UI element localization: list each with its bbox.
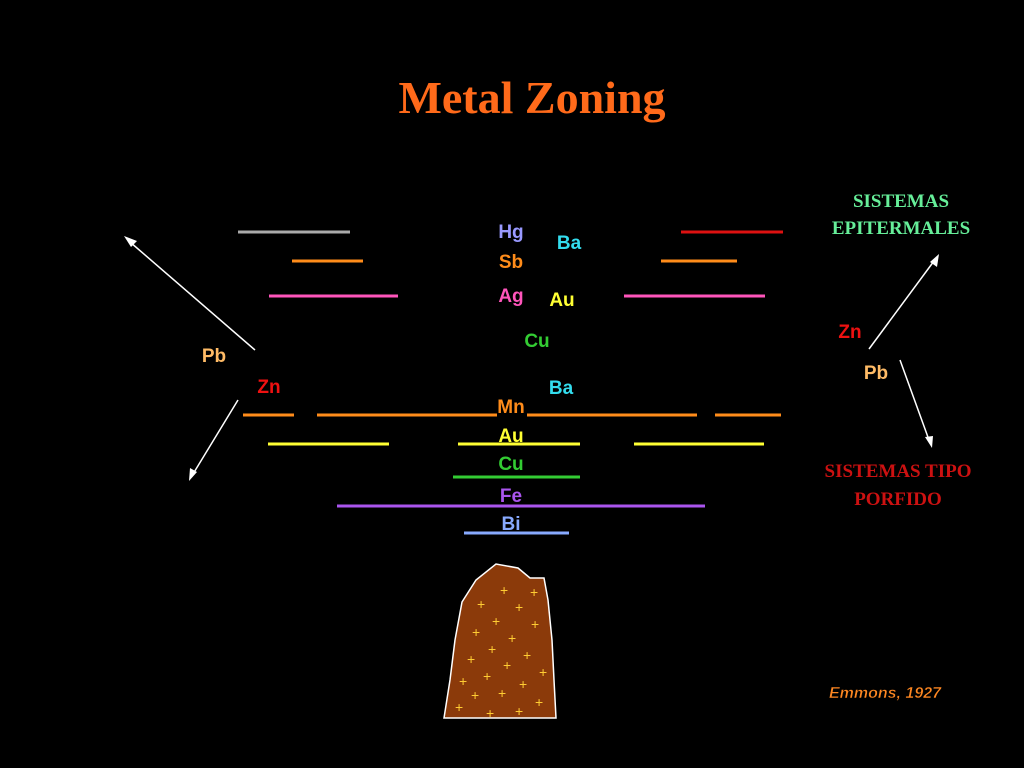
- svg-text:+: +: [530, 584, 538, 600]
- element-ba-mid: Ba: [549, 378, 574, 399]
- arrow-right-up: [868, 260, 935, 350]
- svg-text:+: +: [472, 624, 480, 640]
- epithermal-label-line1: SISTEMAS: [853, 191, 949, 212]
- svg-text:+: +: [519, 676, 527, 692]
- svg-text:+: +: [486, 705, 494, 721]
- svg-text:+: +: [500, 582, 508, 598]
- svg-text:+: +: [515, 703, 523, 719]
- element-zn-right: Zn: [838, 322, 861, 343]
- element-mn: Mn: [497, 397, 524, 418]
- arrow-left-up: [129, 241, 256, 351]
- svg-text:+: +: [523, 647, 531, 663]
- svg-text:+: +: [455, 699, 463, 715]
- arrow-left-up-head: [124, 236, 137, 247]
- arrow-right-down-head: [925, 436, 933, 448]
- arrow-right-up-head: [930, 254, 939, 267]
- svg-text:+: +: [488, 641, 496, 657]
- element-au-top: Au: [549, 290, 574, 311]
- arrow-right-down: [899, 359, 930, 441]
- svg-text:+: +: [531, 616, 539, 632]
- svg-text:+: +: [471, 687, 479, 703]
- element-ag: Ag: [498, 286, 523, 307]
- element-hg: Hg: [498, 222, 523, 243]
- slide-title: Metal Zoning: [398, 72, 665, 123]
- svg-text:+: +: [535, 694, 543, 710]
- element-cu-mid: Cu: [524, 331, 549, 352]
- element-sb: Sb: [499, 252, 523, 273]
- intrusion-crosses: ++ ++ ++ ++ ++ ++ ++ ++ ++ ++ ++: [455, 582, 547, 721]
- porphyry-label-line1: SISTEMAS TIPO: [825, 461, 972, 482]
- citation: Emmons, 1927: [829, 685, 942, 702]
- element-pb-left: Pb: [202, 346, 226, 367]
- svg-text:+: +: [483, 668, 491, 684]
- element-fe: Fe: [500, 486, 522, 507]
- arrow-left-down: [192, 399, 239, 475]
- element-zn-left: Zn: [257, 377, 280, 398]
- svg-text:+: +: [467, 651, 475, 667]
- intrusion-body: [443, 563, 557, 719]
- epithermal-label-line2: EPITERMALES: [832, 218, 970, 239]
- element-bi: Bi: [502, 514, 521, 535]
- arrow-left-down-head: [189, 468, 197, 481]
- svg-text:+: +: [498, 685, 506, 701]
- element-pb-right: Pb: [864, 363, 888, 384]
- svg-text:+: +: [503, 657, 511, 673]
- element-au-low: Au: [498, 426, 523, 447]
- svg-text:+: +: [539, 664, 547, 680]
- svg-text:+: +: [492, 613, 500, 629]
- svg-text:+: +: [459, 673, 467, 689]
- svg-text:+: +: [477, 596, 485, 612]
- svg-text:+: +: [508, 630, 516, 646]
- element-ba-top: Ba: [557, 233, 582, 254]
- svg-text:+: +: [515, 599, 523, 615]
- element-cu-low: Cu: [498, 454, 523, 475]
- porphyry-label-line2: PORFIDO: [854, 489, 942, 510]
